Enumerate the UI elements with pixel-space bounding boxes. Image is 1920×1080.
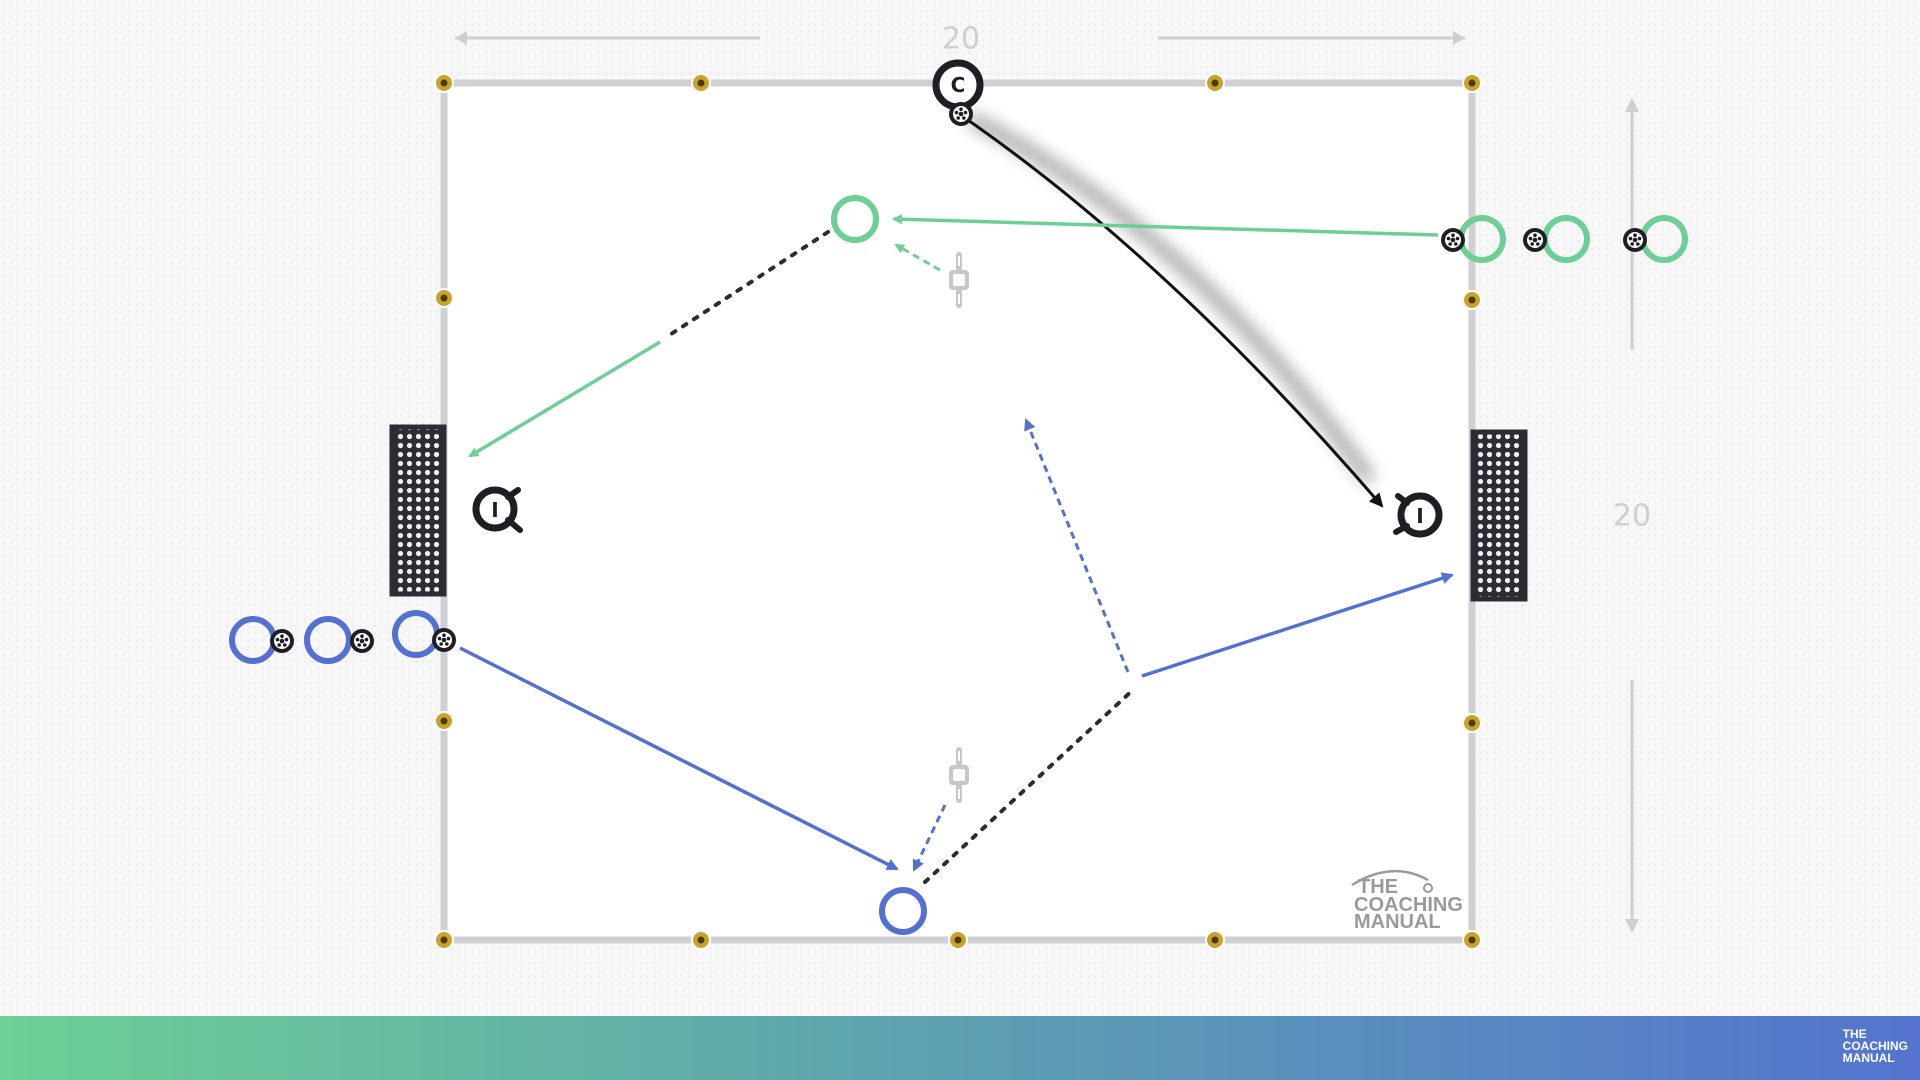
- cone-icon: [1462, 73, 1482, 93]
- footer-gradient-bar: THE COACHING MANUAL: [0, 1016, 1920, 1080]
- player-icon: [879, 887, 927, 935]
- player-icon: [1640, 215, 1688, 263]
- cone-icon: [691, 930, 711, 950]
- player-icon: [831, 195, 879, 243]
- cone-icon: [1462, 290, 1482, 310]
- blue-team: [229, 610, 927, 935]
- green-pass-arrow: [892, 214, 1439, 237]
- blue-support-run: [1024, 418, 1130, 673]
- ball-icon: [270, 629, 294, 653]
- green-shot-arrow: [468, 340, 661, 458]
- cone-icon: [434, 288, 454, 308]
- dimension-top-label: 20: [942, 22, 980, 57]
- watermark-line2: COACHING: [1354, 894, 1463, 916]
- ball-icon: [1623, 228, 1647, 252]
- cone-icon: [434, 73, 454, 93]
- goalkeeper-right-label: I: [1416, 504, 1423, 528]
- cone-icon: [691, 73, 711, 93]
- ball-icon: [350, 629, 374, 653]
- goalkeeper-icon: [472, 486, 518, 532]
- goal-icon: [389, 424, 447, 597]
- cone-icon: [1462, 930, 1482, 950]
- goalkeeper-right: I: [1393, 492, 1443, 538]
- goal-right: [1470, 429, 1528, 602]
- coach-pass-shadow: [966, 111, 1376, 485]
- cone-icon: [434, 711, 454, 731]
- player-icon: [229, 616, 277, 664]
- coach-label: C: [951, 73, 966, 97]
- goalkeeper-left: I: [472, 486, 523, 533]
- ball-icon: [949, 102, 973, 126]
- cone-icon: [434, 930, 454, 950]
- footer-logo-line2: COACHING: [1842, 1039, 1908, 1053]
- goal-left: [389, 424, 447, 597]
- watermark-line3: MANUAL: [1354, 911, 1441, 933]
- drill-diagram: 20 20: [229, 22, 1688, 950]
- blue-pass-arrow: [459, 646, 899, 871]
- blue-dribble: [923, 686, 1137, 884]
- watermark-line1: THE: [1358, 876, 1398, 898]
- blue-defender-run: [912, 804, 947, 872]
- goalkeeper-icon: [1397, 492, 1443, 538]
- cone-icon: [1205, 930, 1225, 950]
- green-defender-run: [894, 243, 941, 272]
- cone-icon: [948, 930, 968, 950]
- green-dribble: [666, 230, 830, 338]
- footer-logo-line1: THE: [1842, 1027, 1867, 1041]
- watermark-logo: THE COACHING MANUAL: [1351, 869, 1463, 933]
- player-icon: [304, 616, 352, 664]
- coach-pass-arrow: [964, 116, 1384, 508]
- ball-icon: [432, 628, 456, 652]
- footer-logo-line3: MANUAL: [1842, 1051, 1895, 1065]
- goal-icon: [1470, 429, 1528, 602]
- ball-icon: [1441, 228, 1465, 252]
- ball-icon: [1523, 228, 1547, 252]
- player-icon: [392, 610, 440, 658]
- blue-shot-arrow: [1141, 572, 1454, 678]
- green-team: [831, 195, 1688, 263]
- logo-arc-icon: [1351, 869, 1429, 887]
- dimension-top: 20: [455, 22, 1465, 57]
- footer-logo: THE COACHING MANUAL: [1843, 1028, 1908, 1064]
- pitch-area: [444, 83, 1472, 940]
- goalkeeper-left-label: I: [491, 498, 498, 522]
- player-icon: [1542, 215, 1590, 263]
- dimension-right-label: 20: [1613, 499, 1651, 534]
- dimension-right: 20: [1613, 98, 1651, 933]
- coach: C: [932, 59, 984, 126]
- cone-icon: [1205, 73, 1225, 93]
- cone-icon: [1462, 713, 1482, 733]
